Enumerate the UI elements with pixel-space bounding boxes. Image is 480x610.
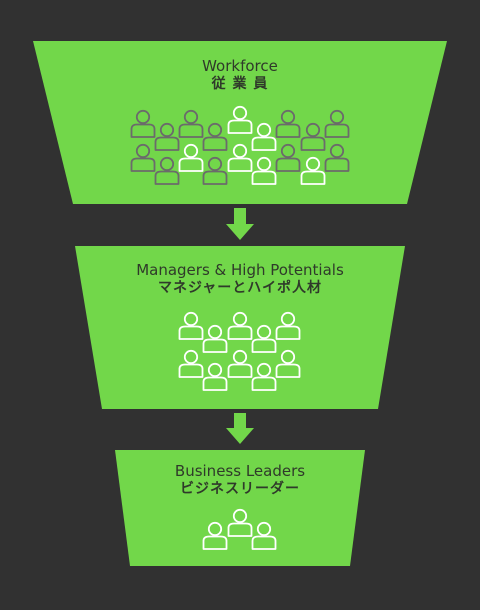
stage-managers-title-jp: マネジャーとハイポ人材 [157,280,323,296]
person-icon [154,122,180,151]
person-icon [227,508,253,537]
person-icon [251,122,277,151]
person-icon [130,143,156,172]
stage-workforce-label: Workforce 従 業 員 [0,57,480,93]
person-icon [202,122,228,151]
person-icon [275,311,301,340]
person-icon [324,109,350,138]
person-icon [130,109,156,138]
person-icon [178,143,204,172]
person-icon [154,156,180,185]
person-icon [275,143,301,172]
stage-managers-label: Managers & High Potentials マネジャーとハイポ人材 [0,261,480,297]
stage-leaders-title-en: Business Leaders [174,462,306,480]
person-icon [227,311,253,340]
stage-managers-title-en: Managers & High Potentials [136,261,344,279]
person-icon [227,143,253,172]
stage-leaders-title-jp: ビジネスリーダー [180,481,300,497]
person-icon [251,324,277,353]
person-icon [275,109,301,138]
arrow-down-2 [226,413,254,444]
stage-managers-shape [75,246,405,409]
stage-leaders-shape [115,450,365,566]
person-icon [202,362,228,391]
person-icon [178,311,204,340]
person-icon [324,143,350,172]
person-icon [251,156,277,185]
leaders-people-group [202,508,277,550]
person-icon [300,156,326,185]
stage-workforce-shape [33,41,447,204]
stage-workforce-title-en: Workforce [202,57,278,75]
person-icon [227,349,253,378]
person-icon [251,362,277,391]
stage-leaders-label: Business Leaders ビジネスリーダー [0,462,480,498]
arrow-down-1 [226,208,254,240]
person-icon [202,324,228,353]
person-icon [202,521,228,550]
person-icon [275,349,301,378]
workforce-people-group [130,105,350,185]
person-icon [251,521,277,550]
person-icon [300,122,326,151]
stage-workforce-title-jp: 従 業 員 [211,76,269,92]
managers-people-group [178,311,301,391]
person-icon [202,156,228,185]
person-icon [178,109,204,138]
person-icon [178,349,204,378]
person-icon [227,105,253,134]
